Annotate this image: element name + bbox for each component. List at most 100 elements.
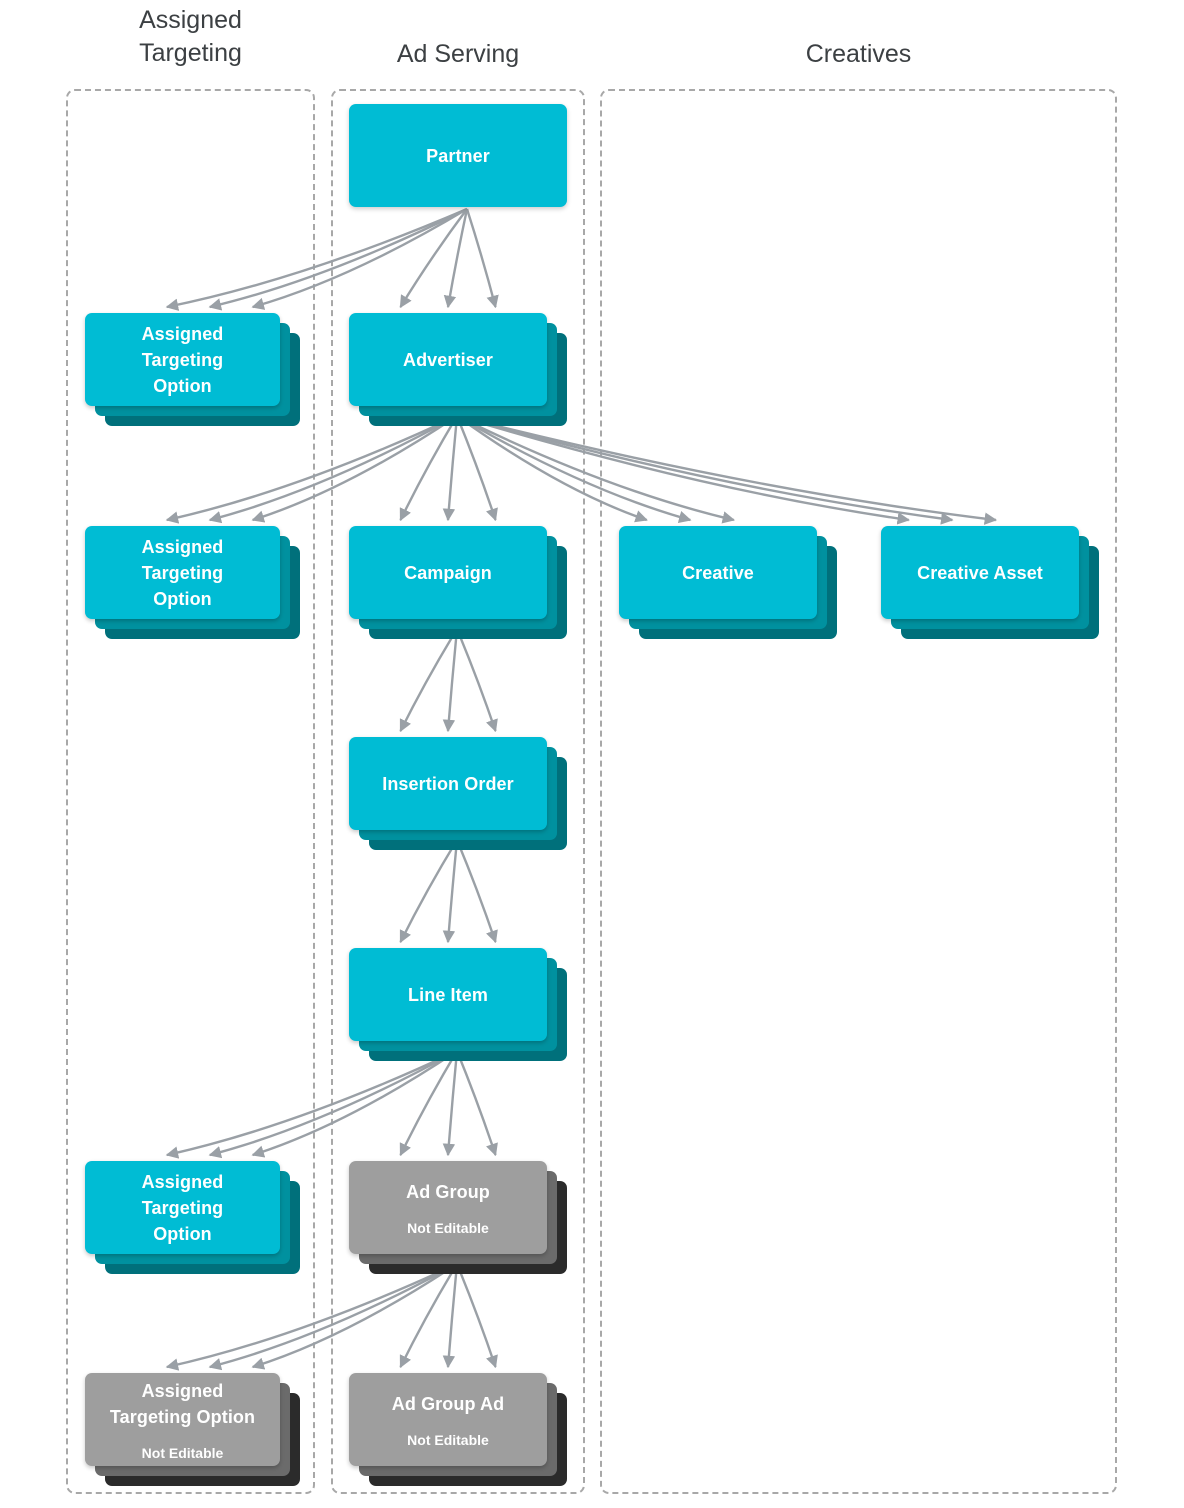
node-title-line: Assigned (141, 1380, 224, 1401)
node-title: Campaign (404, 562, 492, 583)
edge-insertion-order-to-line-item (455, 839, 498, 944)
node-partner[interactable]: Partner (349, 104, 567, 207)
edge-partner-to-advertiser (443, 208, 469, 309)
edge-advertiser-to-assigned-targeting-option-2 (208, 414, 458, 524)
node-title-line: Option (153, 588, 212, 609)
column-header-line-1: Creatives (805, 40, 912, 68)
edge-partner-to-assigned-targeting-option-1 (208, 207, 468, 311)
column-header-line-1: Assigned (139, 6, 242, 34)
edge-campaign-to-insertion-order (399, 628, 459, 733)
edge-line-item-to-assigned-targeting-option-3 (251, 1050, 458, 1158)
edge-campaign-to-insertion-order (442, 628, 459, 733)
node-creative[interactable]: Creative (619, 526, 837, 639)
edge-ad-group-to-ad-group-ad (399, 1263, 459, 1369)
edge-advertiser-to-campaign (399, 415, 459, 522)
node-title: Ad Group Ad (391, 1393, 505, 1414)
column-header-line-2: Targeting (139, 39, 242, 67)
edge-advertiser-to-creative-asset (456, 414, 998, 525)
node-card[interactable]: Ad Group Ad Not Editable (349, 1373, 547, 1466)
node-card[interactable]: Line Item (349, 948, 547, 1041)
node-insertion-order[interactable]: Insertion Order (349, 737, 567, 850)
edge-advertiser-to-assigned-targeting-option-2 (165, 414, 458, 524)
node-card[interactable]: Advertiser (349, 313, 547, 406)
node-title: Line Item (408, 984, 488, 1005)
node-ad-group-ad[interactable]: Ad Group Ad Not Editable (349, 1373, 567, 1486)
node-title-line: Assigned (141, 323, 224, 344)
node-title-line: Targeting (141, 1197, 224, 1218)
column-header-line-1: Ad Serving (396, 40, 520, 68)
node-card[interactable]: Insertion Order (349, 737, 547, 830)
node-title: Creative (682, 562, 754, 583)
edge-campaign-to-insertion-order (455, 628, 498, 733)
edge-advertiser-to-creative-asset (456, 414, 954, 525)
node-creative-asset[interactable]: Creative Asset (881, 526, 1099, 639)
node-subtitle-not-editable: Not Editable (407, 1431, 489, 1448)
node-title-line: Assigned (141, 1171, 224, 1192)
edge-partner-to-assigned-targeting-option-1 (165, 207, 468, 311)
edge-line-item-to-ad-group (455, 1050, 498, 1157)
edge-advertiser-to-creative (456, 414, 692, 524)
edge-partner-to-assigned-targeting-option-1 (251, 207, 468, 310)
node-title-line: Option (153, 1223, 212, 1244)
edge-insertion-order-to-line-item (399, 839, 459, 944)
edge-line-item-to-assigned-targeting-option-3 (165, 1049, 458, 1159)
node-card[interactable]: Campaign (349, 526, 547, 619)
node-card[interactable]: Creative Asset (881, 526, 1079, 619)
edge-advertiser-to-creative (456, 415, 648, 523)
edge-line-item-to-ad-group (399, 1050, 459, 1157)
node-title-line: Targeting (141, 349, 224, 370)
edge-partner-to-advertiser (465, 208, 499, 309)
edge-partner-to-advertiser (399, 208, 468, 309)
node-title: Partner (426, 145, 490, 166)
edge-insertion-order-to-line-item (442, 839, 459, 944)
node-title: Advertiser (402, 349, 494, 370)
edge-ad-group-to-ad-group-ad (442, 1263, 459, 1369)
group-container-ad-serving (331, 89, 585, 1494)
edge-advertiser-to-campaign (455, 415, 498, 522)
node-line-item[interactable]: Line Item (349, 948, 567, 1061)
edge-ad-group-to-assigned-targeting-option-4 (165, 1262, 458, 1371)
edge-advertiser-to-assigned-targeting-option-2 (251, 415, 458, 523)
group-container-creatives (600, 89, 1117, 1494)
group-container-assigned-targeting (66, 89, 315, 1494)
column-header-creatives: Creatives (600, 38, 1117, 71)
edge-line-item-to-assigned-targeting-option-3 (208, 1049, 458, 1159)
edge-ad-group-to-assigned-targeting-option-4 (208, 1262, 458, 1371)
node-card[interactable]: Creative (619, 526, 817, 619)
node-subtitle-not-editable: Not Editable (141, 1444, 224, 1461)
node-title-line: Assigned (141, 536, 224, 557)
node-title-line: Targeting Option (109, 1406, 256, 1427)
node-title: Creative Asset (917, 562, 1043, 583)
node-card[interactable]: Partner (349, 104, 567, 207)
node-campaign[interactable]: Campaign (349, 526, 567, 639)
column-header-ad-serving: Ad Serving (331, 38, 585, 71)
edge-advertiser-to-creative-asset (456, 414, 910, 525)
node-title-line: Targeting (141, 562, 224, 583)
node-advertiser[interactable]: Advertiser (349, 313, 567, 426)
edge-ad-group-to-assigned-targeting-option-4 (251, 1262, 458, 1370)
edge-advertiser-to-campaign (442, 415, 459, 522)
column-header-assigned-targeting: Assigned Targeting (66, 4, 315, 70)
node-title: Ad Group (406, 1181, 490, 1202)
node-title: Insertion Order (382, 773, 514, 794)
edge-advertiser-to-creative (456, 414, 736, 524)
edge-ad-group-to-ad-group-ad (455, 1263, 498, 1369)
edge-line-item-to-ad-group (442, 1050, 459, 1157)
node-subtitle-not-editable: Not Editable (407, 1219, 489, 1236)
